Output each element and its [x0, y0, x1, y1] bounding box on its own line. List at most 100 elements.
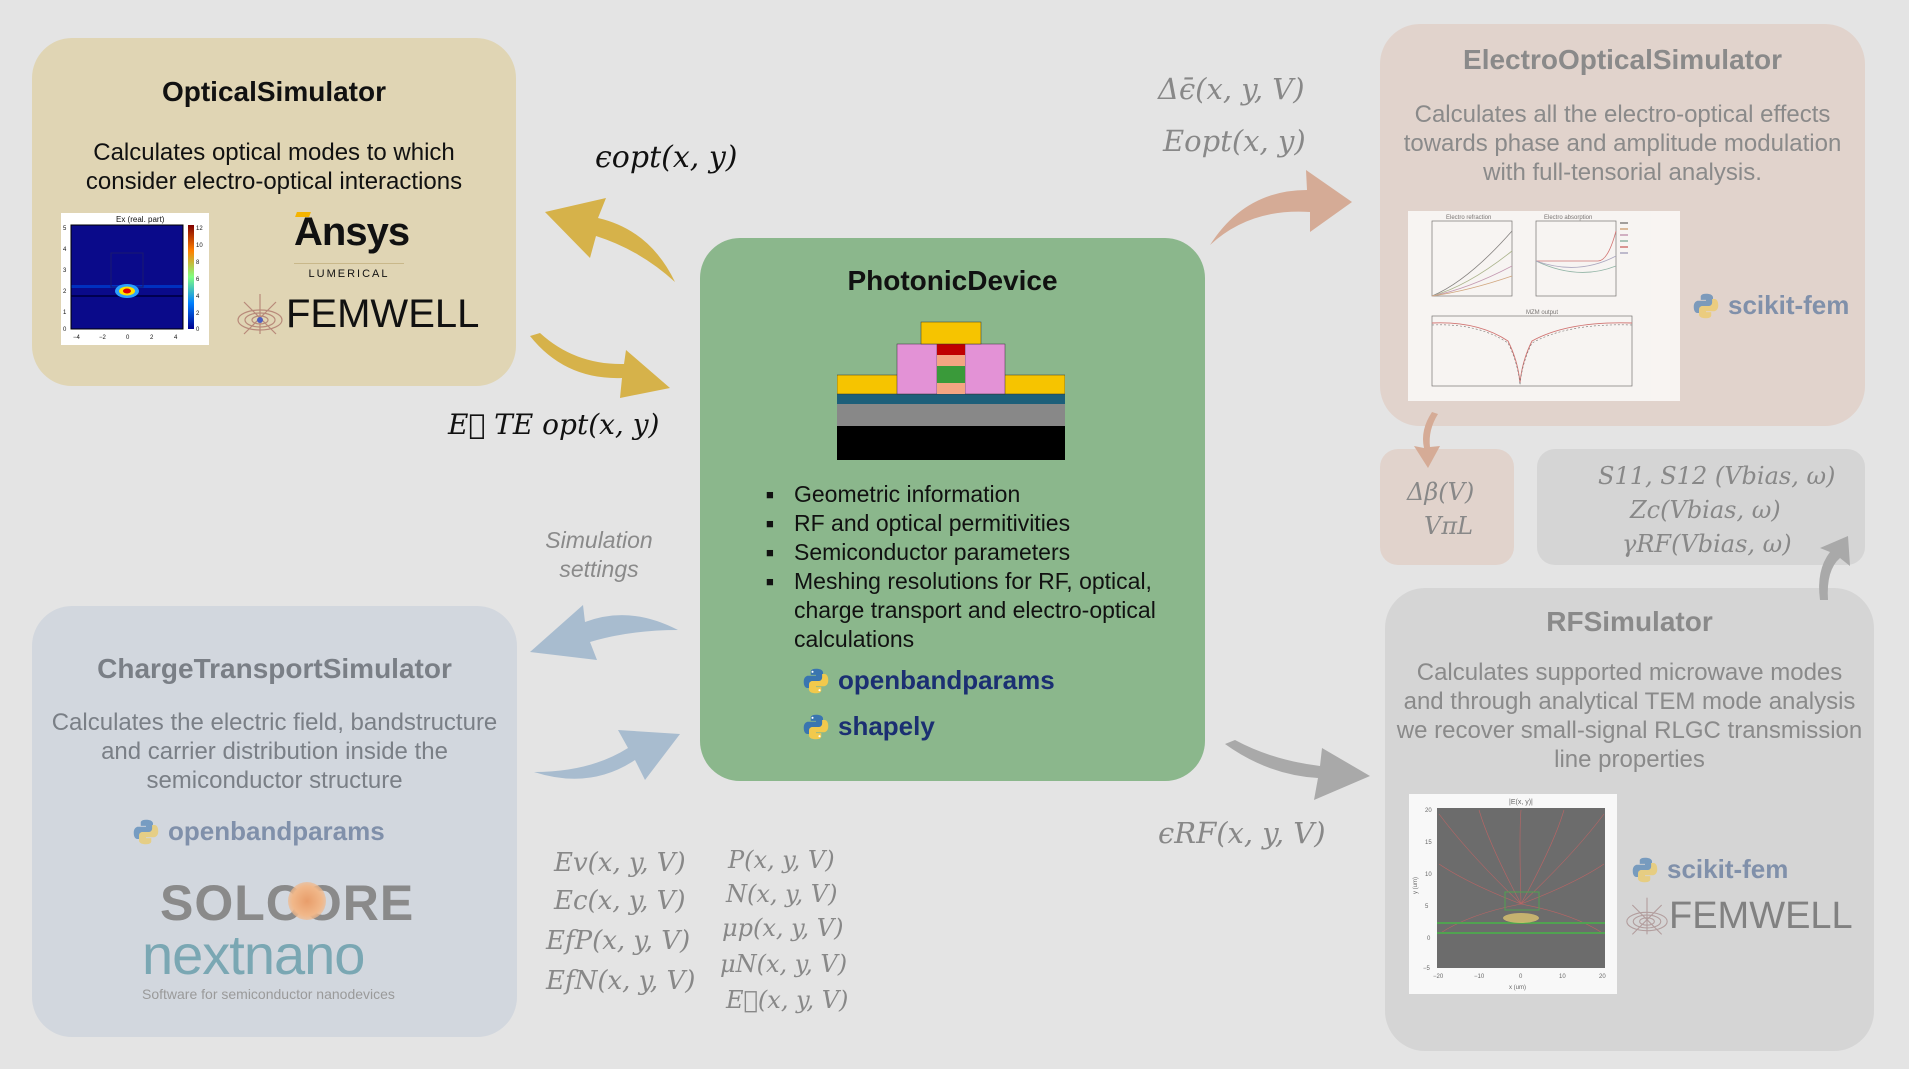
arrow-to-photonic-charge: [534, 730, 680, 780]
rf-plot-title: |E(x, y)|: [1509, 799, 1533, 806]
feature-item: Geometric information: [766, 480, 1200, 509]
optical-plot-ticks: 12 10 8 6 4 2 0 5 4 3 2 1 0 −4 −2 0 2 4: [63, 226, 203, 341]
svg-text:4: 4: [196, 294, 200, 300]
package-shapely: shapely: [802, 711, 935, 742]
svg-text:1: 1: [63, 310, 67, 316]
lumerical-logo-text: LUMERICAL: [294, 263, 404, 280]
charge-transport-description: Calculates the electric field, bandstruc…: [51, 709, 498, 794]
svg-text:8: 8: [196, 260, 200, 266]
svg-text:12: 12: [196, 226, 203, 232]
feature-item: Semiconductor parameters: [766, 538, 1200, 567]
svg-text:−4: −4: [73, 335, 81, 341]
photonic-device-box: PhotonicDevice Geometric information RF …: [700, 238, 1205, 781]
package-label: shapely: [838, 711, 935, 741]
label-ec: Ec(x, y, V): [554, 886, 686, 916]
arrow-to-delta-beta: [1414, 412, 1440, 468]
package-scikit-fem: scikit-fem: [1631, 854, 1788, 885]
svg-text:0: 0: [63, 327, 67, 333]
label-zc: Zc(Vbias, ω): [1630, 496, 1781, 524]
label-eps-opt: ϵopt(x, y): [595, 140, 738, 175]
label-mun: μN(x, y, V): [720, 950, 848, 978]
label-e-opt-vec: Eopt(x, y): [1163, 124, 1306, 158]
python-icon: [803, 714, 829, 739]
arrow-to-optical: [545, 198, 675, 282]
rf-params-box: [1537, 449, 1865, 565]
ansys-logo: Ansys LUMERICAL: [294, 210, 410, 280]
femwell-logo-icon: [237, 294, 283, 335]
electro-optical-description: Calculates all the electro-optical effec…: [1403, 101, 1842, 186]
rf-field-plot: |E(x, y)| 20 15 10 5 0 −5 −20 −10 0: [1409, 794, 1617, 994]
svg-text:10: 10: [1425, 872, 1432, 878]
package-openbandparams: openbandparams: [802, 665, 1055, 696]
arrow-to-rf-params: [1819, 536, 1850, 600]
svg-text:4: 4: [174, 335, 178, 341]
svg-text:−20: −20: [1433, 974, 1444, 980]
label-mup: μp(x, y, V): [722, 914, 844, 942]
arrow-to-electro-optical: [1210, 170, 1352, 245]
electro-optical-plots: Electro refraction Electro absorption MZ…: [1408, 211, 1680, 401]
device-cross-section: [837, 321, 1065, 460]
label-p: P(x, y, V): [728, 846, 835, 874]
femwell-logo: FEMWELL: [1625, 894, 1853, 938]
solcore-logo: SOLCORE: [160, 874, 414, 932]
svg-text:20: 20: [1425, 808, 1432, 814]
label-efn: EfN(x, y, V): [546, 966, 696, 996]
svg-text:0: 0: [126, 335, 130, 341]
charge-transport-box: ChargeTransportSimulator Calculates the …: [32, 606, 517, 1037]
package-openbandparams: openbandparams: [132, 816, 385, 847]
arrow-to-photonic-optical: [530, 333, 670, 398]
plot-title-electro-absorption: Electro absorption: [1544, 215, 1592, 221]
svg-text:0: 0: [196, 327, 200, 333]
femwell-logo-icon: [1626, 897, 1668, 935]
svg-text:0: 0: [1427, 936, 1431, 942]
rf-simulator-title: RFSimulator: [1546, 606, 1713, 637]
feature-item: Meshing resolutions for RF, optical, cha…: [766, 567, 1200, 654]
svg-text:−2: −2: [99, 335, 107, 341]
svg-text:3: 3: [63, 268, 67, 274]
package-scikit-fem: scikit-fem: [1692, 290, 1849, 321]
label-gamma-rf: γRF(Vbias, ω): [1622, 530, 1792, 558]
ansys-logo-text: Ansys: [294, 210, 410, 254]
svg-text:0: 0: [1519, 974, 1523, 980]
delta-beta-box: [1380, 449, 1514, 565]
svg-text:2: 2: [150, 335, 154, 341]
python-icon: [133, 819, 159, 844]
svg-text:5: 5: [63, 226, 67, 232]
svg-text:2: 2: [196, 311, 200, 317]
package-label: openbandparams: [168, 816, 385, 846]
solcore-sun-icon: [288, 882, 326, 920]
arrow-to-rf: [1225, 740, 1370, 800]
svg-text:4: 4: [63, 247, 67, 253]
label-delta-beta: Δβ(V): [1407, 478, 1475, 506]
optical-mode-plot: Ex (real. part) 12 10 8 6 4 2 0: [61, 213, 209, 345]
nextnano-logo-text: nextnano: [142, 923, 365, 986]
svg-text:10: 10: [196, 243, 203, 249]
optical-plot-title: Ex (real. part): [116, 215, 165, 224]
label-delta-eps: Δϵ̄(x, y, V): [1158, 72, 1305, 106]
rf-simulator-box: RFSimulator Calculates supported microwa…: [1385, 588, 1874, 1051]
package-label: scikit-fem: [1667, 854, 1789, 884]
svg-text:6: 6: [196, 277, 200, 283]
svg-text:−5: −5: [1423, 966, 1431, 972]
label-e-opt-te: E⃗ TE opt(x, y): [448, 408, 660, 441]
electro-optical-title: ElectroOpticalSimulator: [1463, 44, 1782, 75]
svg-text:−10: −10: [1474, 974, 1485, 980]
svg-text:15: 15: [1425, 840, 1432, 846]
rf-plot-xlabel: x (um): [1509, 985, 1526, 991]
label-n: N(x, y, V): [726, 880, 838, 908]
label-sim-settings: Simulation settings: [545, 527, 653, 582]
optical-simulator-box: OpticalSimulator Calculates optical mode…: [32, 38, 516, 386]
python-icon: [1693, 293, 1719, 318]
rf-plot-ylabel: y (um): [1413, 877, 1419, 894]
electro-optical-box: ElectroOpticalSimulator Calculates all t…: [1380, 24, 1865, 426]
optical-simulator-title: OpticalSimulator: [161, 76, 387, 107]
feature-item: RF and optical permitivities: [766, 509, 1200, 538]
plot-title-mzm-output: MZM output: [1526, 310, 1558, 316]
svg-text:2: 2: [63, 289, 67, 295]
label-ev: Ev(x, y, V): [554, 848, 686, 878]
optical-simulator-description: Calculates optical modes to which consid…: [85, 139, 463, 195]
femwell-logo-text: FEMWELL: [286, 291, 480, 336]
label-efp: EfP(x, y, V): [546, 926, 691, 956]
label-s-params: S11, S12 (Vbias, ω): [1598, 462, 1836, 490]
label-vpi-l: VπL: [1424, 512, 1474, 540]
